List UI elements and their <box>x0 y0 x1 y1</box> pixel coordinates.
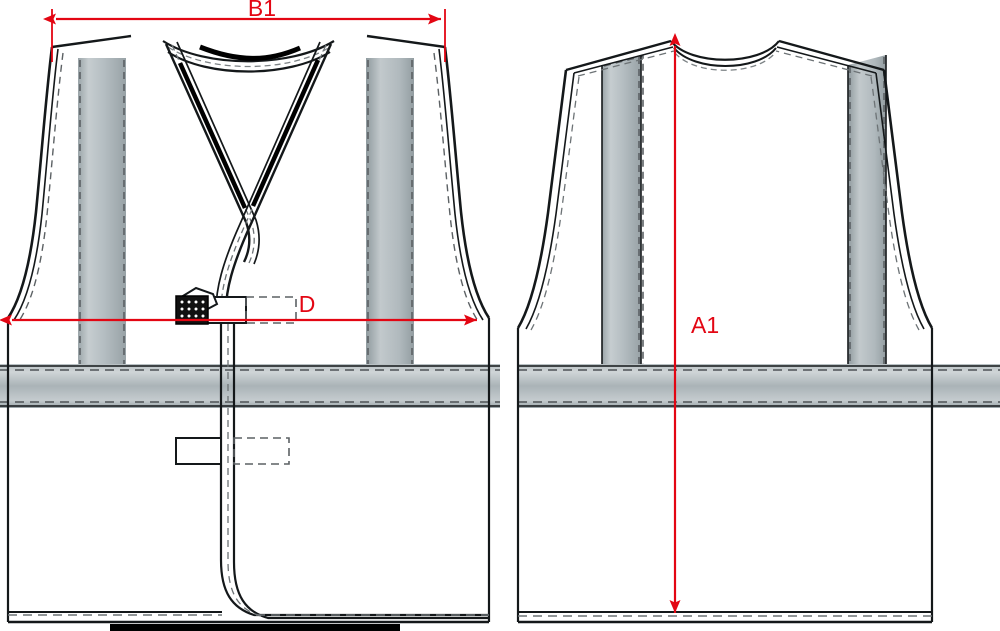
dimension-label-d: D <box>299 291 316 317</box>
dimension-B1: B1 <box>43 0 446 62</box>
v-neck-right-binding-accent <box>250 59 321 207</box>
front-left-armhole-stitch <box>18 52 64 322</box>
front-right-armhole <box>443 46 491 319</box>
dimension-label-a1: A1 <box>691 312 719 338</box>
loop-patch-dashed-lower <box>233 437 290 465</box>
back-right-shoulder <box>778 39 885 72</box>
front-left-armhole-inner <box>13 48 59 321</box>
back-left-shoulder-stitch <box>577 50 675 77</box>
placket-right-edge <box>232 300 489 620</box>
front-hem <box>8 611 489 631</box>
back-view <box>516 39 1000 631</box>
dimension-annotations: B1 D A1 <box>0 0 719 613</box>
back-right-armhole <box>882 69 934 329</box>
horizontal-reflective-band <box>518 364 1000 408</box>
front-placket <box>219 300 489 620</box>
back-left-armhole-stitch <box>530 76 580 331</box>
back-neck-binding-stitch <box>674 52 776 71</box>
neck-binding-inner <box>167 51 331 73</box>
placket-left-edge <box>219 310 489 617</box>
loop-patch-solid-lower <box>175 437 222 465</box>
back-right-shoulder-stitch <box>775 50 873 77</box>
front-horizontal-band <box>0 364 500 408</box>
back-left-armhole-inner <box>525 72 575 330</box>
back-left-shoulder <box>565 39 672 72</box>
front-right-armhole-stitch <box>433 52 479 322</box>
back-right-shoulder-inner <box>776 46 877 74</box>
front-body-fill <box>8 36 250 631</box>
back-right-armhole-stitch <box>870 76 920 331</box>
lower-loop-patch <box>175 437 290 465</box>
back-right-armhole-inner <box>875 72 925 330</box>
front-left-armhole <box>6 46 54 319</box>
back-body-fill-right <box>884 70 932 631</box>
back-horizontal-band <box>518 364 1000 408</box>
dimension-D: D <box>0 291 477 326</box>
neck-binding-accent <box>199 44 302 61</box>
vertical-reflective-stripe <box>848 55 886 368</box>
front-right-shoulder <box>366 34 446 49</box>
vertical-reflective-stripe <box>602 55 641 368</box>
back-hem <box>518 611 932 624</box>
vertical-reflective-stripe <box>78 58 126 368</box>
front-right-armhole-inner <box>438 48 484 321</box>
v-neck-left-binding-accent <box>177 62 248 209</box>
v-neck-left-edge-inner <box>176 41 260 265</box>
front-view <box>0 34 500 631</box>
back-left-shoulder-inner <box>573 46 674 74</box>
back-left-armhole <box>516 69 568 329</box>
vertical-reflective-stripe <box>366 58 414 368</box>
dimension-label-b1: B1 <box>248 0 276 21</box>
back-neck-binding-inner <box>673 47 777 67</box>
hem-binding-front <box>110 624 400 631</box>
front-left-outline <box>51 34 132 49</box>
horizontal-reflective-band <box>0 364 500 408</box>
dimension-A1: A1 <box>669 33 719 613</box>
back-vertical-stripes <box>601 54 887 368</box>
